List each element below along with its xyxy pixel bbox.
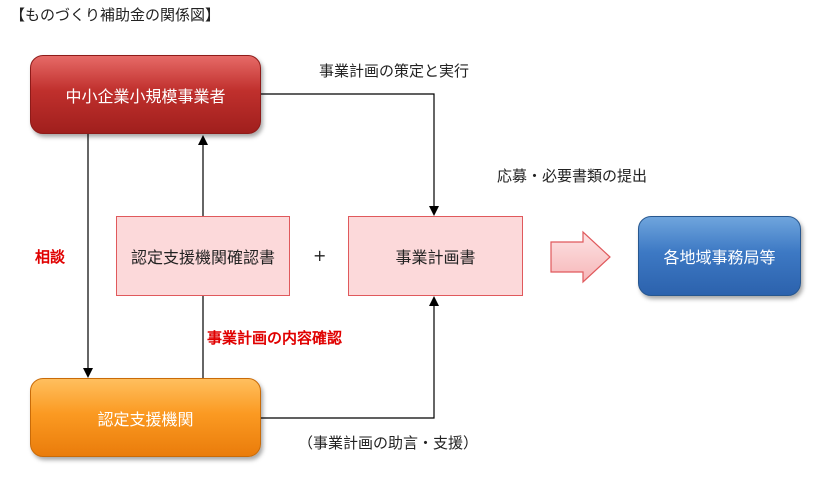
node-regional-office: 各地域事務局等 xyxy=(638,216,801,296)
arrow-advice xyxy=(261,296,439,419)
node-applicant: 中小企業小規模事業者 xyxy=(30,55,261,134)
arrow-applicant-to-plan xyxy=(261,93,439,216)
plus-sign: + xyxy=(313,246,327,265)
node-certificate: 認定支援機関確認書 xyxy=(116,216,290,296)
label-consult: 相談 xyxy=(35,248,66,266)
label-apply-docs: 応募・必要書類の提出 xyxy=(497,167,648,185)
label-advice-support: （事業計画の助言・支援） xyxy=(298,434,479,452)
node-business-plan: 事業計画書 xyxy=(348,216,523,296)
diagram-title: 【ものづくり補助金の関係図】 xyxy=(10,6,221,24)
label-plan-and-execute: 事業計画の策定と実行 xyxy=(319,62,470,80)
label-content-check: 事業計画の内容確認 xyxy=(207,329,343,347)
submit-arrow xyxy=(550,230,611,284)
node-support-org: 認定支援機関 xyxy=(30,378,261,457)
